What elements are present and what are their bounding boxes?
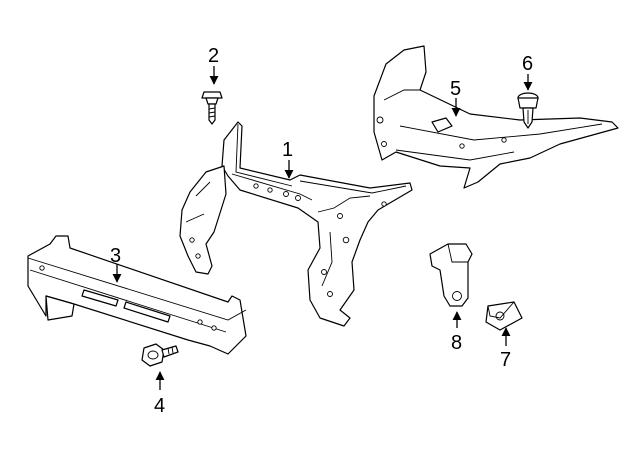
callout-2: 2 — [208, 45, 219, 67]
callout-7: 7 — [500, 349, 511, 371]
part-5-upper-tie-bar[interactable] — [373, 45, 619, 189]
callout-6: 6 — [522, 53, 533, 75]
part-2-bolt[interactable] — [201, 91, 223, 125]
part-3-lower-tie-bar[interactable] — [27, 235, 247, 355]
callout-1: 1 — [282, 139, 293, 161]
part-1-radiator-support[interactable] — [179, 121, 413, 327]
callout-4: 4 — [154, 395, 165, 417]
part-8-bracket[interactable] — [429, 243, 473, 307]
callout-8: 8 — [451, 332, 462, 354]
part-7-nut[interactable] — [485, 301, 523, 331]
callout-5: 5 — [450, 78, 461, 100]
callout-3: 3 — [110, 245, 121, 267]
part-6-push-pin[interactable] — [517, 92, 539, 129]
part-4-bolt[interactable] — [141, 343, 179, 367]
